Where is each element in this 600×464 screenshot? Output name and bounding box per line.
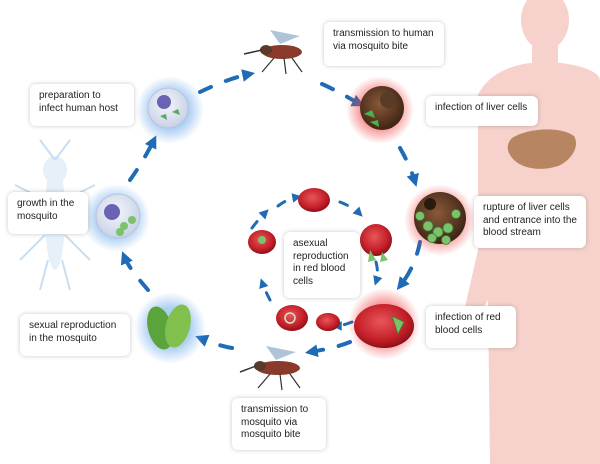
label-preparation: preparation to infect human host xyxy=(30,84,134,126)
label-growth-mosquito: growth in the mosquito xyxy=(8,192,88,234)
label-asexual-reproduction: asexual reproduction in red blood cells xyxy=(284,232,360,298)
label-infection-liver: infection of liver cells xyxy=(426,96,538,126)
mosquito-icon xyxy=(243,30,303,75)
label-sexual-reproduction: sexual reproduction in the mosquito xyxy=(20,314,130,356)
label-transmission-to-mosquito: transmission to mosquito via mosquito bi… xyxy=(232,398,326,450)
label-transmission-to-human: transmission to human via mosquito bite xyxy=(324,22,444,66)
mosquito-icon xyxy=(239,346,301,391)
infected-liver-cell xyxy=(360,86,404,130)
rbc-small-cells xyxy=(248,188,392,331)
liver-icon xyxy=(507,129,577,169)
label-infection-rbc: infection of red blood cells xyxy=(426,306,516,348)
label-rupture-liver: rupture of liver cells and entrance into… xyxy=(474,196,586,248)
infected-red-blood-cell xyxy=(354,304,414,348)
human-silhouette-icon xyxy=(462,0,600,464)
rupturing-liver-cell xyxy=(414,192,466,245)
mosquito-phase-cells xyxy=(95,87,191,350)
